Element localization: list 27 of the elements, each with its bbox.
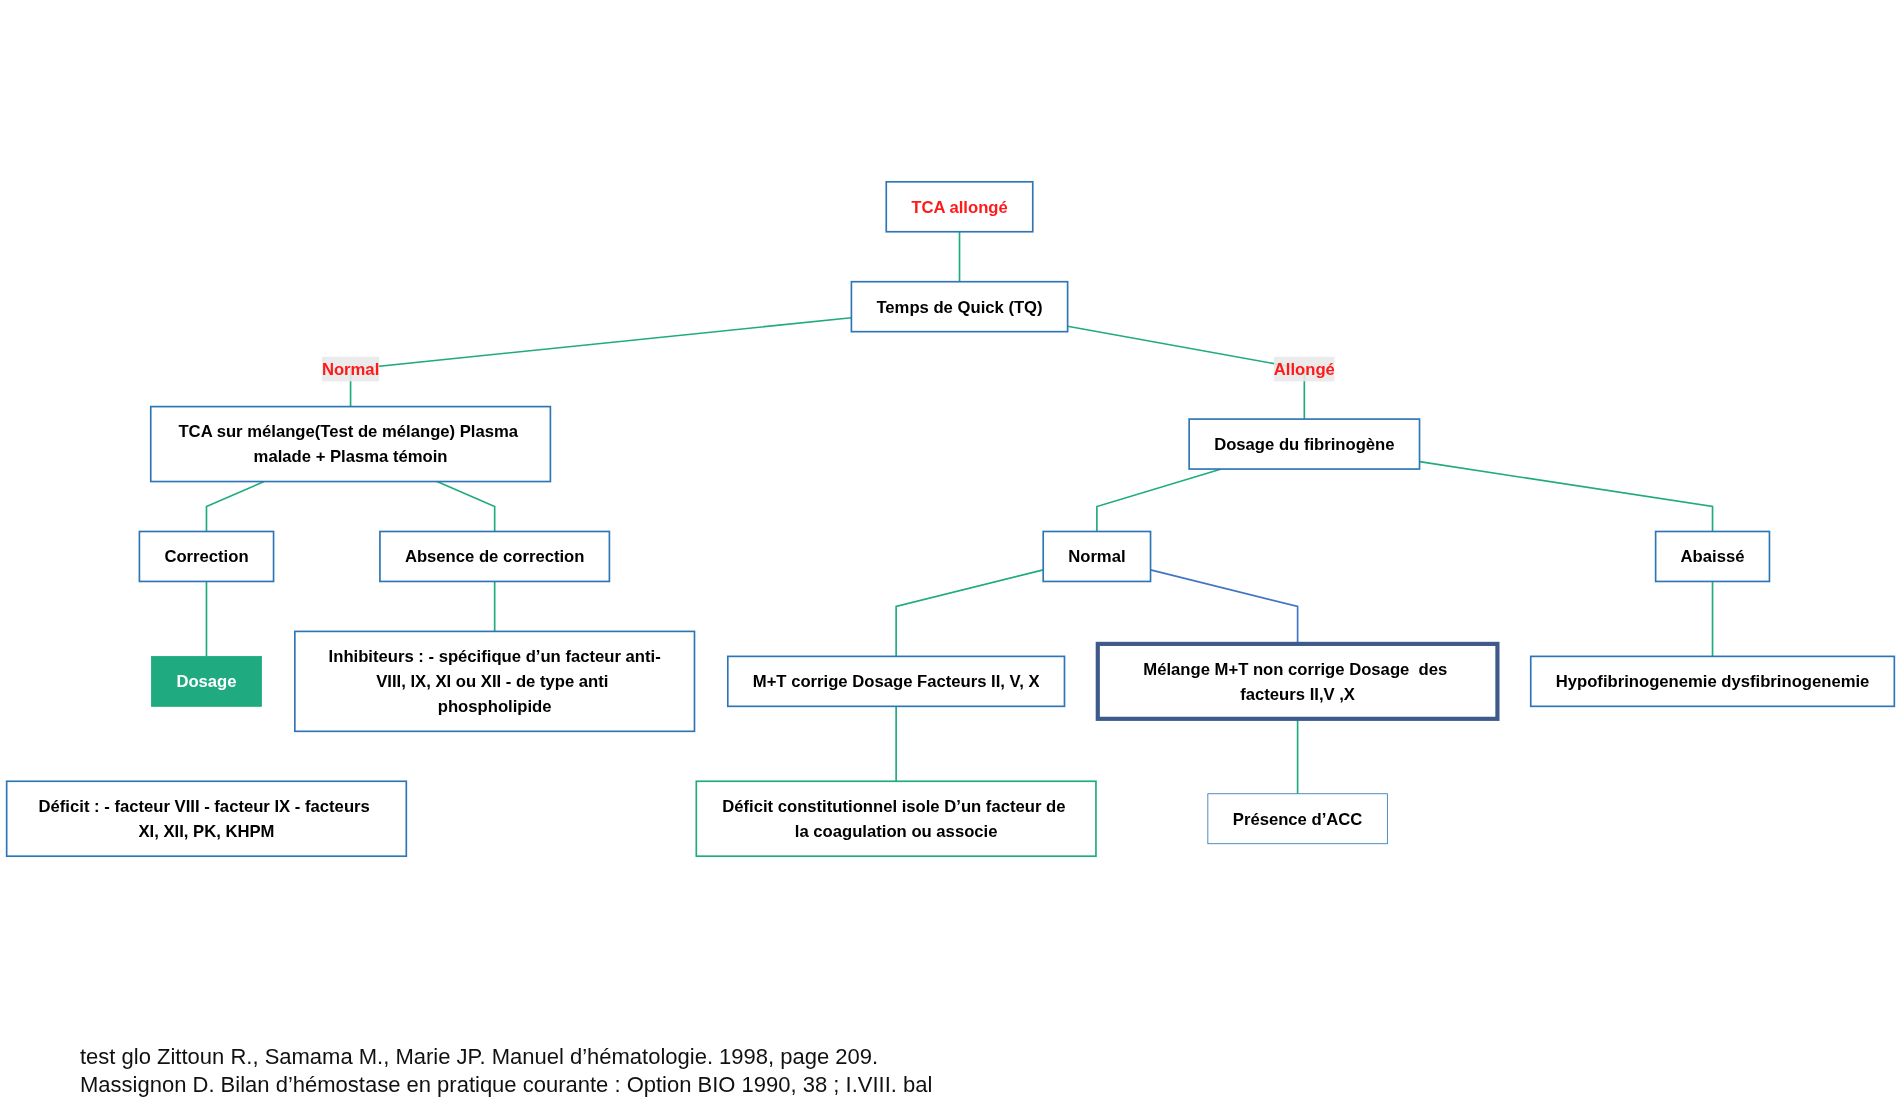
node-box: M+T corrige Dosage Facteurs II, V, X: [726, 655, 1066, 708]
reference-note: test glo Zittoun R., Samama M., Marie JP. Manuel d’hématologie. 1998, page 209.: [80, 1044, 880, 1070]
node-box: Normal: [1042, 530, 1152, 583]
node-box: Absence de correction: [379, 530, 611, 583]
node-box: TCA sur mélange(Test de mélange) Plasma malade + Plasma témoin: [149, 405, 552, 483]
node-box: TCA allongé: [885, 180, 1034, 233]
reference-note: Massignon D. Bilan d’hémostase en pratique courante : Option BIO 1990, 38 ; I.VIII. bal: [80, 1072, 934, 1098]
node-box: Déficit : - facteur VIII - facteur IX - facteurs XI, XII, PK, KHPM: [5, 780, 408, 858]
edge-label: Allongé: [1273, 359, 1335, 379]
connector: [895, 705, 897, 783]
connector: [493, 580, 496, 633]
node-box: Mélange M+T non corrige Dosage des facteurs II,V ,X: [1095, 641, 1500, 721]
node-box: Correction: [138, 530, 275, 583]
node-box: Dosage: [151, 655, 262, 707]
connector: [1711, 580, 1714, 658]
node-box: Hypofibrinogenemie dysfibrinogenemie: [1529, 655, 1896, 708]
connector: [205, 480, 265, 533]
node-box: Déficit constitutionnel isole D’un facteur de la coagulation ou associe: [695, 780, 1097, 858]
node-box: Temps de Quick (TQ): [850, 280, 1069, 333]
node-box: Inhibiteurs : - spécifique d’un facteur anti-VIII, IX, XI ou XII - de type anti phospholipide: [294, 630, 696, 733]
edge-label: Normal: [321, 359, 380, 379]
connector: [436, 480, 496, 533]
connector: [958, 230, 961, 283]
node-box: Abaissé: [1654, 530, 1771, 583]
node-box: Dosage du fibrinogène: [1188, 418, 1421, 470]
connector: [205, 580, 208, 658]
node-box: Présence d’ACC: [1207, 793, 1388, 845]
